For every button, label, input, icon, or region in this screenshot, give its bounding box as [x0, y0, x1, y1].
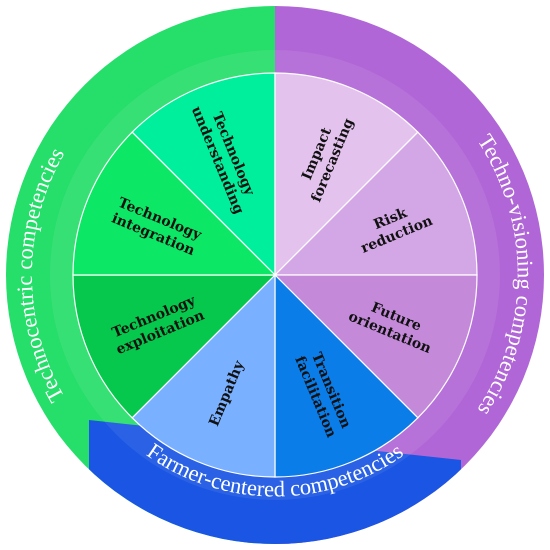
segment-technology-exploitation — [72, 274, 277, 419]
segment-empathy — [131, 273, 276, 478]
segment-risk-reduction — [273, 131, 478, 276]
segment-technology-integration — [72, 131, 277, 276]
segment-technology-understanding — [131, 72, 276, 277]
segment-impact-forecasting — [274, 72, 419, 277]
segment-future-orientation — [273, 274, 478, 419]
segment-transition-facilitation — [274, 273, 419, 478]
